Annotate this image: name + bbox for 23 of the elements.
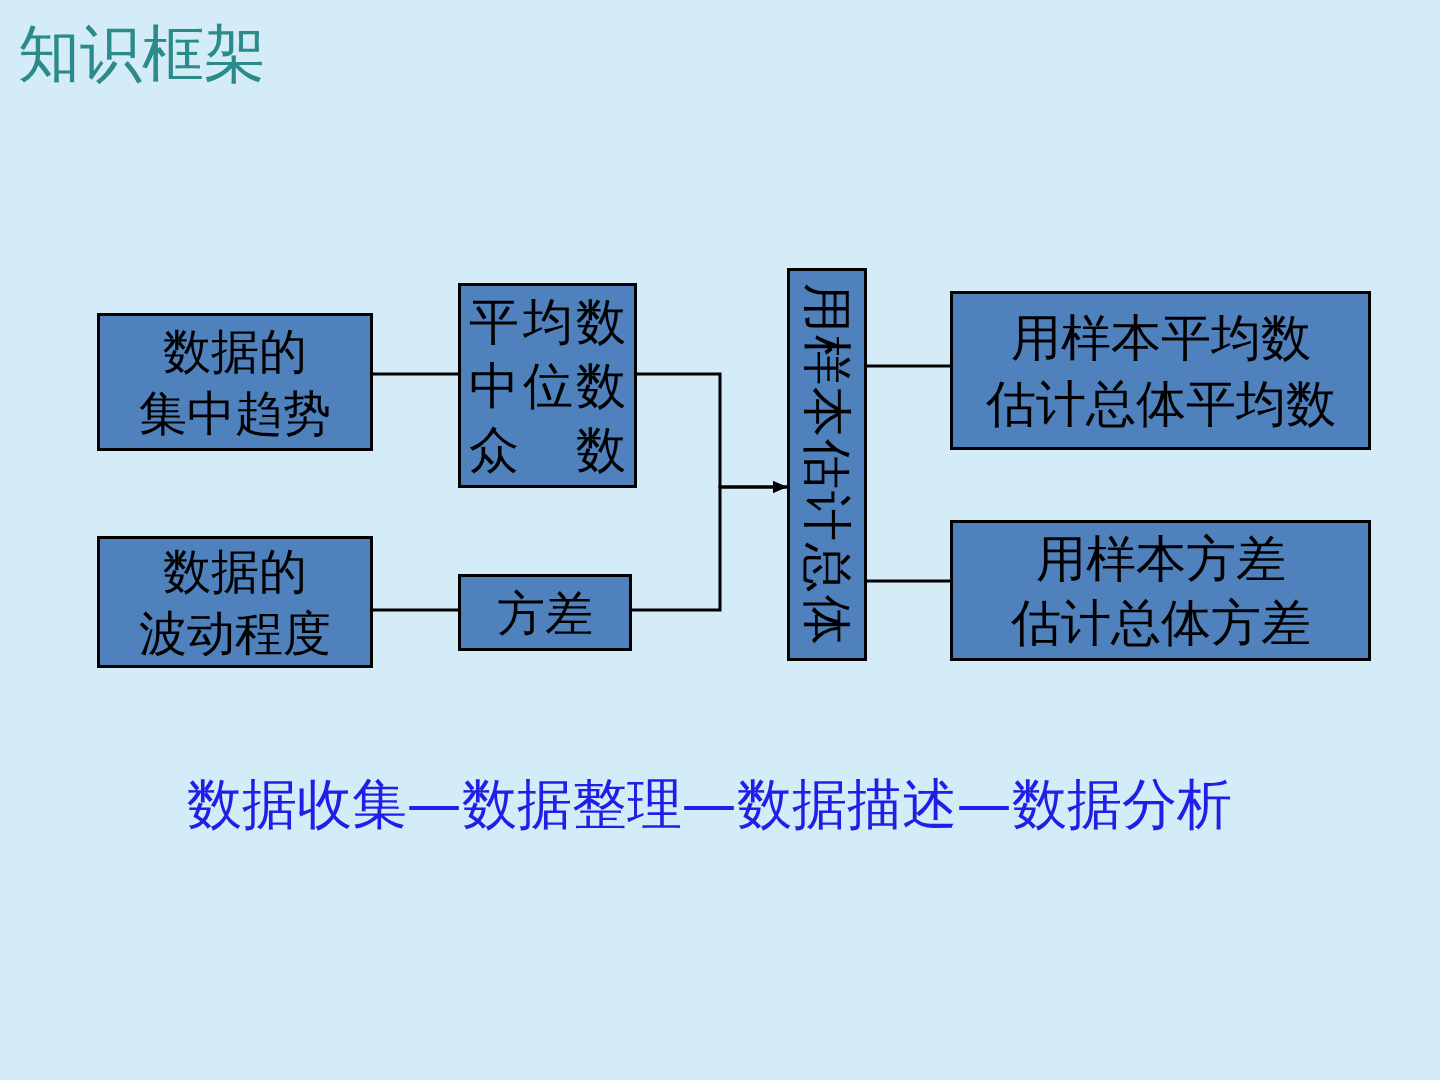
connector-line [867,579,950,583]
concept-box [950,291,1371,450]
slide-title: 知识框架 [18,20,266,89]
concept-box [458,574,632,651]
concept-text: 用样本方差估计总体方差 [1010,528,1311,654]
connector-line [867,364,950,368]
concept-text: 用样本平均数估计总体平均数 [985,307,1336,435]
concept-text: 用样本估计总体 [797,282,857,647]
concept-text: 中位数 [469,355,626,417]
concept-text: 众数 [469,419,626,481]
connector-line [373,608,458,612]
process-chain-text: 数据收集—数据整理—数据描述—数据分析 [186,774,1232,835]
concept-text: 数据的波动程度 [139,542,331,663]
concept-box [950,520,1371,661]
concept-text: 方差 [497,583,593,643]
concept-text: 数据的集中趋势 [139,322,331,443]
arrow [632,481,787,612]
concept-box [787,268,867,661]
connector-line [373,372,458,376]
concept-box [458,283,637,488]
concept-text: 平均数 [469,291,626,353]
concept-box [97,313,373,451]
concept-box [97,536,373,668]
